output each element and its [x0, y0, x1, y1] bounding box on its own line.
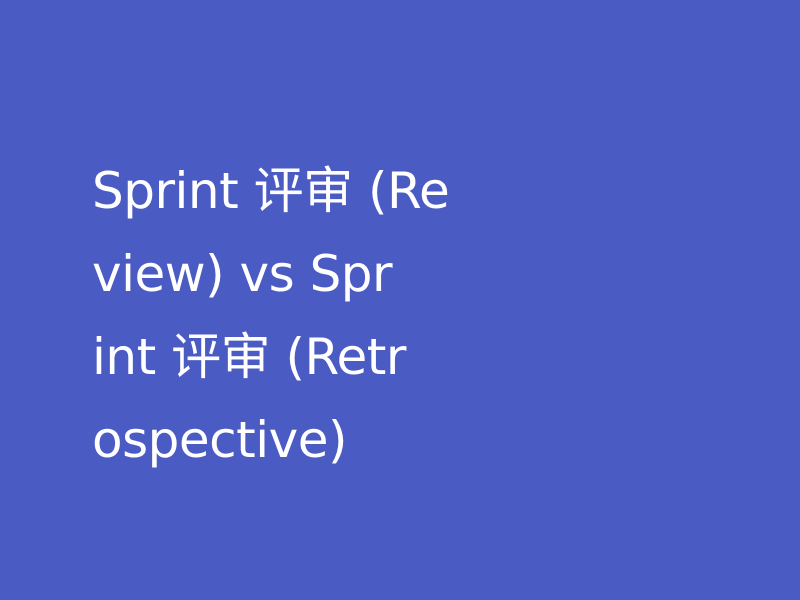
title-line-2: view) vs Spr	[92, 245, 393, 303]
title-line-1: Sprint 评审 (Re	[92, 162, 450, 220]
title-line-4: ospective)	[92, 411, 348, 469]
title-line-3: int 评审 (Retr	[92, 328, 406, 386]
title-block: Sprint 评审 (Re view) vs Spr int 评审 (Retr …	[92, 150, 532, 482]
